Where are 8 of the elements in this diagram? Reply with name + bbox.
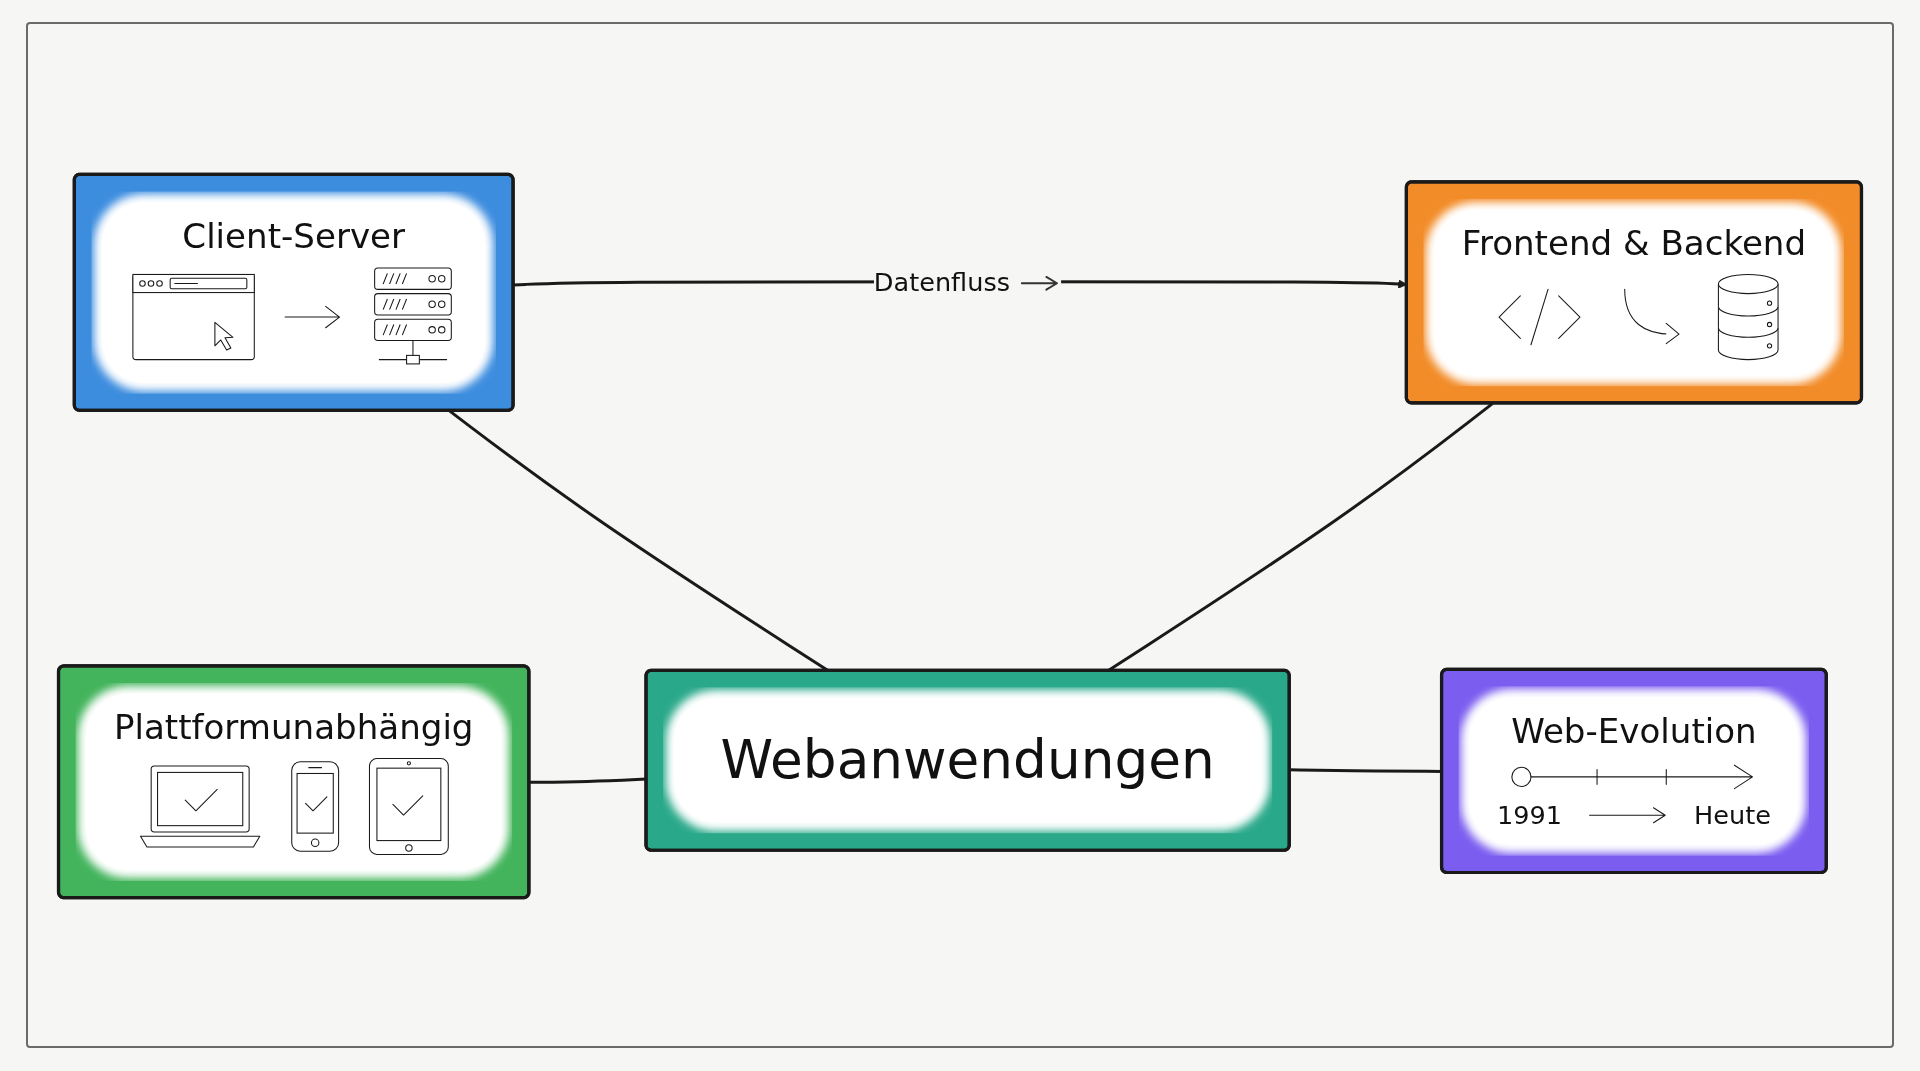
node-title: Webanwendungen	[719, 727, 1216, 793]
node-title: Frontend & Backend	[1461, 222, 1807, 266]
edge-label: Datenfluss	[873, 266, 1011, 300]
timeline-label: 1991	[1496, 798, 1562, 832]
node-title: Client-Server	[182, 214, 406, 259]
timeline-label: Heute	[1694, 798, 1771, 832]
node-title: Plattformunabhängig	[113, 706, 474, 750]
node-title: Web-Evolution	[1511, 709, 1757, 754]
